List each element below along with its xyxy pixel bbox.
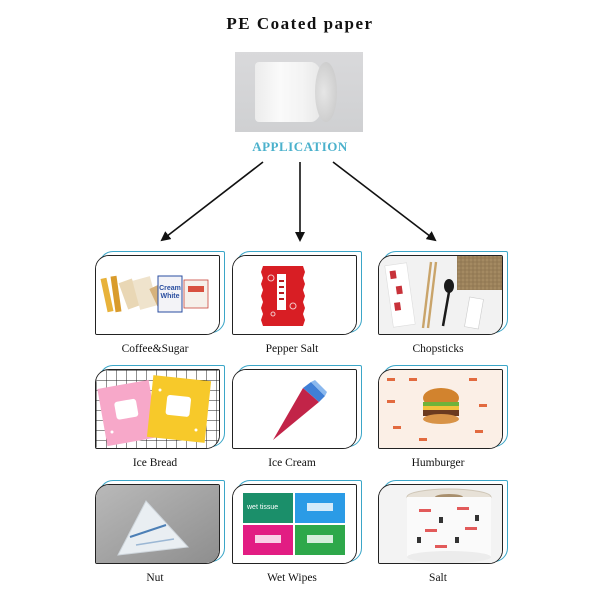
chopsticks-image xyxy=(379,256,502,334)
caption-wet-wipes: Wet Wipes xyxy=(267,572,317,584)
cream-text: Cream xyxy=(159,285,181,292)
humburger-image xyxy=(379,370,502,448)
wet-tissue-text: wet tissue xyxy=(246,504,278,511)
pepper-salt-image xyxy=(233,256,356,334)
pe-coated-paper-roll-image xyxy=(235,52,363,132)
card-salt xyxy=(378,480,508,564)
card-nut xyxy=(95,480,225,564)
application-heading: APPLICATION xyxy=(252,139,348,154)
card-ice-bread xyxy=(95,365,225,449)
ice-bread-image xyxy=(96,370,219,448)
card-pepper-salt xyxy=(232,251,362,335)
card-wet-wipes: wet tissue xyxy=(232,480,362,564)
arrow-right xyxy=(332,161,437,242)
wet-wipes-image: wet tissue xyxy=(233,485,356,563)
paper-roll-body xyxy=(255,62,325,122)
arrow-left xyxy=(160,161,264,242)
card-ice-cream xyxy=(232,365,362,449)
caption-chopsticks: Chopsticks xyxy=(412,343,464,355)
page-title: PE Coated paper xyxy=(226,14,374,33)
card-coffee-sugar: Cream White xyxy=(95,251,225,335)
caption-nut: Nut xyxy=(146,572,164,584)
paper-roll-end xyxy=(315,62,337,122)
caption-salt: Salt xyxy=(429,572,447,584)
white-text: White xyxy=(160,293,179,300)
card-humburger xyxy=(378,365,508,449)
caption-ice-bread: Ice Bread xyxy=(132,457,178,469)
caption-pepper-salt: Pepper Salt xyxy=(265,343,319,355)
card-chopsticks xyxy=(378,251,508,335)
caption-ice-cream: Ice Cream xyxy=(268,457,316,469)
caption-humburger: Humburger xyxy=(411,457,465,469)
coffee-sugar-image: Cream White xyxy=(96,256,219,334)
caption-coffee-sugar: Coffee&Sugar xyxy=(121,343,189,355)
salt-image xyxy=(379,485,502,563)
ice-cream-image xyxy=(233,370,356,448)
nut-image xyxy=(96,485,219,563)
